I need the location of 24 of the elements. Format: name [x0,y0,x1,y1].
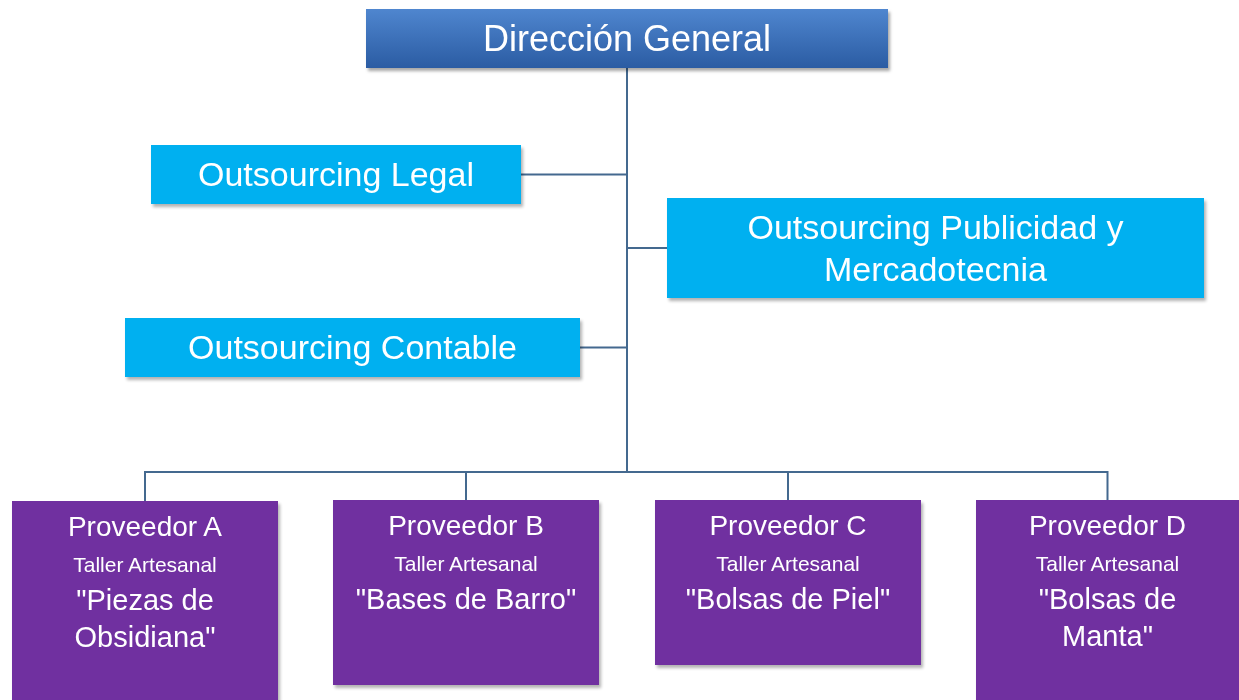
supplier-name: Proveedor B [388,509,544,543]
box-title: Outsourcing Contable [187,327,518,369]
box-title: Outsourcing Publicidad y Mercadotecnia [746,206,1125,290]
supplier-name: Proveedor C [709,509,867,543]
supplier-box [333,500,599,685]
director-box [366,9,888,68]
product-name: "Bolsas de Piel" [685,582,891,618]
supplier-box [12,501,278,700]
workshop-type: Taller Artesanal [394,551,538,577]
supplier-name: Proveedor D [1028,509,1187,543]
product-name: "Bolsas de Manta" [1037,582,1178,654]
workshop-type: Taller Artesanal [1035,551,1180,577]
product-name: "Piezas de Obsidiana" [73,583,217,655]
workshop-type: Taller Artesanal [716,551,860,577]
supplier-box [976,500,1239,700]
product-name: "Bases de Barro" [355,582,577,618]
box-title: Dirección General [482,17,772,61]
department-box [151,145,521,204]
supplier-name: Proveedor A [67,510,223,544]
department-box [667,198,1204,298]
box-title: Outsourcing Legal [197,154,475,196]
department-box [125,318,580,377]
workshop-type: Taller Artesanal [73,552,217,578]
supplier-box [655,500,921,665]
